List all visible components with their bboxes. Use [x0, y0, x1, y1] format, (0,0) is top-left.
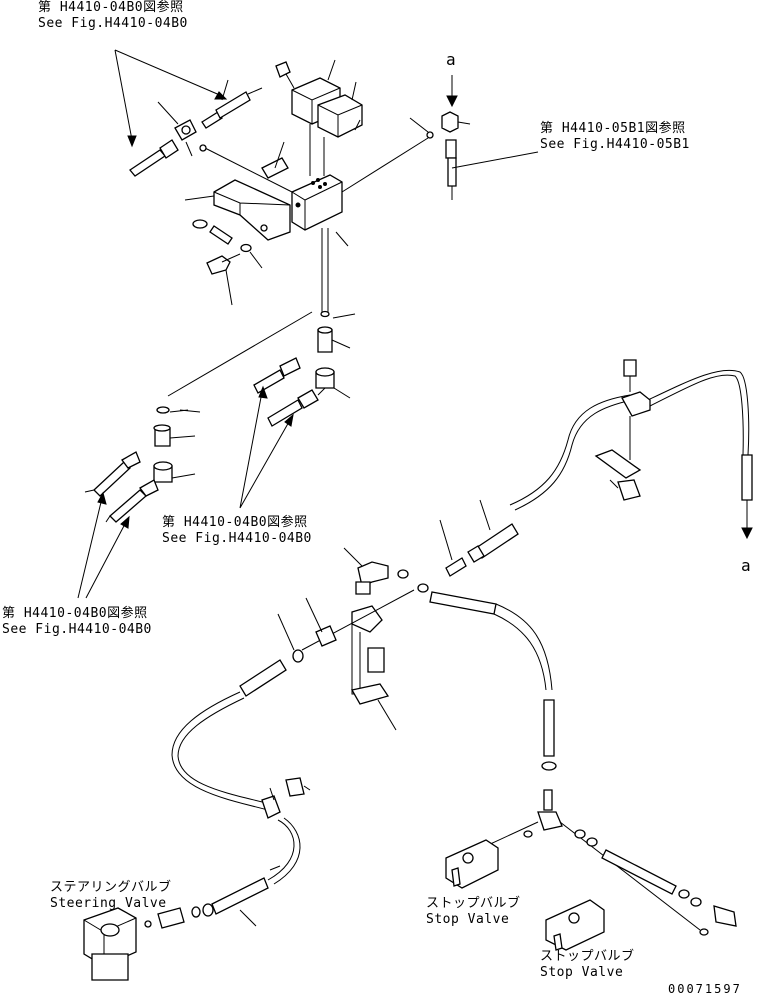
connector-right-a: a [741, 556, 752, 575]
steering-valve-en: Steering Valve [50, 896, 167, 911]
connector-top-a: a [446, 50, 457, 69]
ref-top-left-en: See Fig.H4410-04B0 [38, 16, 188, 31]
stop-valve-1-jp: ストップバルブ [426, 896, 521, 911]
stop-valve-2-jp: ストップバルブ [540, 949, 635, 964]
stop-valve-pipe [445, 603, 737, 951]
steering-valve-jp: ステアリングバルブ [50, 880, 172, 895]
right-pipe-assembly [439, 359, 753, 577]
left-fittings [77, 424, 196, 599]
ref-left-en: See Fig.H4410-04B0 [2, 622, 152, 637]
ref-top-right-en: See Fig.H4410-05B1 [540, 137, 690, 152]
ref-left-jp: 第 H4410-04B0図参照 [2, 606, 148, 621]
stop-valve-1-en: Stop Valve [426, 912, 510, 927]
ref-top-right-jp: 第 H4410-05B1図参照 [540, 121, 686, 136]
solenoid-valve [184, 59, 363, 319]
top-left-fittings [129, 79, 263, 177]
middle-fittings [239, 326, 351, 509]
ref-top-left-jp: 第 H4410-04B0図参照 [38, 0, 184, 15]
center-bracket [277, 547, 497, 731]
top-right-fittings [441, 75, 539, 200]
steering-pipe [83, 659, 311, 981]
ref-middle-en: See Fig.H4410-04B0 [162, 531, 312, 546]
stop-valve-2-en: Stop Valve [540, 965, 624, 980]
ref-middle-jp: 第 H4410-04B0図参照 [162, 515, 308, 530]
drawing-number: 00071597 [668, 982, 742, 996]
